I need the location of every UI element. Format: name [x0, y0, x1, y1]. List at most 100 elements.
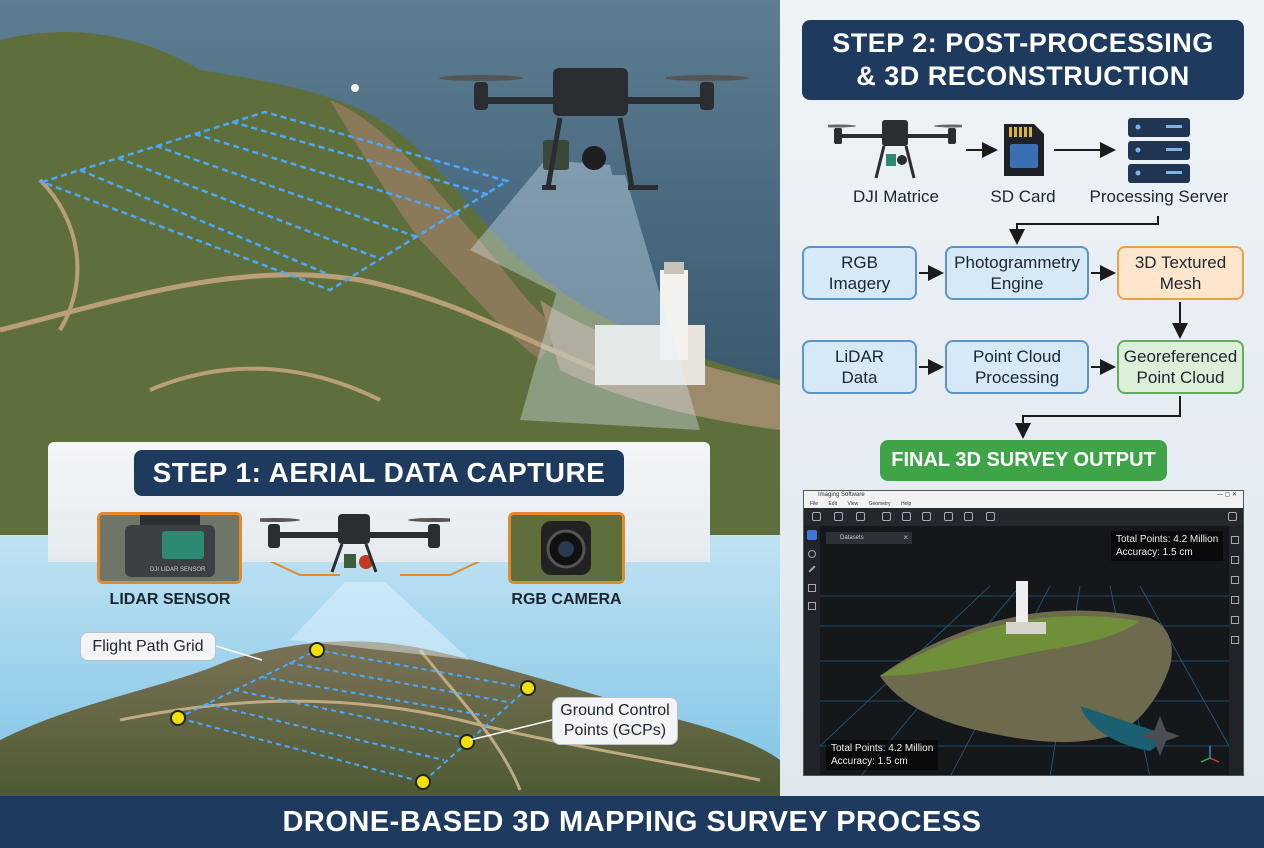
textured-mesh-line2: Mesh	[1159, 274, 1202, 293]
arrow-georeferenced-to-final	[1015, 396, 1181, 439]
georeferenced-line1: Georeferenced	[1123, 347, 1238, 366]
lidar-thumb-text: DJI LIDAR SENSOR	[150, 567, 206, 573]
flight-grid-top	[38, 110, 511, 292]
select-icon[interactable]	[882, 512, 891, 521]
right-tool-strip	[1227, 526, 1243, 775]
software-toolbar	[804, 508, 1243, 526]
pan-tool-icon[interactable]	[1231, 556, 1239, 564]
measure-icon[interactable]	[902, 512, 911, 521]
brush-tool-icon[interactable]	[1231, 616, 1239, 624]
left-tool-strip	[804, 526, 820, 775]
clipboard-tool-icon[interactable]	[1231, 636, 1239, 644]
dirt-tracks	[0, 272, 601, 373]
final-survey-output: FINAL 3D SURVEY OUTPUT	[880, 440, 1167, 481]
process-banner: DRONE-BASED 3D MAPPING SURVEY PROCESS	[0, 796, 1264, 848]
menu-help[interactable]: Help	[900, 501, 912, 507]
menu-view[interactable]: View	[847, 501, 859, 507]
close-icon[interactable]: ×	[903, 533, 908, 542]
gcp-callout-leader	[469, 719, 553, 741]
mesh-icon[interactable]	[944, 512, 953, 521]
zoom-tool-icon[interactable]	[808, 550, 816, 558]
gcp-callout-line1: Ground Control	[560, 702, 670, 719]
menu-edit[interactable]: Edit	[828, 501, 838, 507]
rgb-camera-label: RGB CAMERA	[511, 591, 622, 608]
datasets-tab-label: Datasets	[840, 535, 864, 541]
point-cloud-processing-line2: Processing	[974, 368, 1060, 387]
menu-file[interactable]: File	[810, 501, 819, 507]
hill-lower	[0, 641, 780, 796]
stats-bottom-points: Total Points: 4.2 Million	[831, 743, 934, 754]
stats-overlay-top: Total Points: 4.2 Million Accuracy: 1.5 …	[1111, 531, 1224, 561]
software-titlebar: Imaging Software — ▢ ✕	[804, 491, 1243, 500]
flight-path-grid-callout: Flight Path Grid	[80, 632, 216, 661]
lidar-sensor-thumbnail: DJI LIDAR SENSOR	[97, 512, 242, 584]
lighthouse-tower	[660, 270, 688, 360]
rgb-camera-thumbnail	[508, 512, 625, 584]
sensor-beams-top	[470, 160, 700, 430]
pointer-tool-icon[interactable]	[807, 530, 817, 540]
gcp-markers	[170, 642, 536, 790]
georeferenced-line2: Point Cloud	[1136, 368, 1225, 387]
photogrammetry-line2: Engine	[990, 274, 1044, 293]
open-folder-icon[interactable]	[812, 512, 821, 521]
tag-tool-icon[interactable]	[1231, 596, 1239, 604]
stats-bottom-accuracy: Accuracy: 1.5 cm	[831, 756, 908, 767]
settings-gear-icon[interactable]	[1228, 512, 1237, 521]
layers-tool-icon[interactable]	[808, 602, 816, 610]
pen-tool-icon[interactable]	[808, 565, 816, 573]
lidar-data-line1: LiDAR	[834, 347, 885, 366]
window-controls-icon[interactable]: — ▢ ✕	[1216, 492, 1237, 498]
gcp-callout-line2: Points (GCPs)	[563, 722, 667, 739]
lidar-sensor-label: LIDAR SENSOR	[109, 591, 231, 608]
grid-icon[interactable]	[856, 512, 865, 521]
axis-gizmo-icon	[1200, 746, 1220, 763]
aerial-illustration	[0, 0, 780, 796]
rgb-imagery-line1: RGB	[841, 253, 878, 272]
arrow-server-to-photogrammetry	[1009, 216, 1159, 245]
sd-card-icon	[1004, 124, 1044, 176]
drone-step1-icon	[260, 514, 450, 573]
rgb-imagery-line2: Imagery	[828, 274, 891, 293]
rgb-imagery-box: RGB Imagery	[802, 246, 917, 300]
stats-top-points: Total Points: 4.2 Million	[1116, 534, 1219, 545]
stats-top-accuracy: Accuracy: 1.5 cm	[1116, 547, 1193, 558]
import-icon[interactable]	[834, 512, 843, 521]
stats-overlay-bottom: Total Points: 4.2 Million Accuracy: 1.5 …	[826, 740, 939, 770]
dji-matrice-icon	[828, 120, 962, 179]
textured-mesh-line1: 3D Textured	[1134, 253, 1227, 272]
globe-icon[interactable]	[964, 512, 973, 521]
grid-callout-leader	[215, 645, 263, 661]
software-window-title: Imaging Software	[818, 492, 865, 498]
step2-title-line2: & 3D RECONSTRUCTION	[856, 61, 1190, 91]
lidar-data-line2: Data	[841, 368, 878, 387]
gcp-callout: Ground Control Points (GCPs)	[552, 697, 678, 745]
rotate-tool-icon[interactable]	[1231, 536, 1239, 544]
software-menubar: File Edit View Geometry Help	[804, 500, 1243, 508]
dji-matrice-label: DJI Matrice	[853, 187, 939, 206]
shape-tool-icon[interactable]	[808, 584, 816, 592]
flow-arrows	[919, 142, 1188, 439]
software-window: Imaging Software — ▢ ✕ File Edit View Ge…	[803, 490, 1244, 776]
datasets-tab[interactable]: Datasets ×	[826, 532, 912, 544]
step1-title: STEP 1: AERIAL DATA CAPTURE	[134, 450, 624, 496]
3d-viewport[interactable]	[820, 526, 1229, 776]
lighthouse-model	[1016, 581, 1028, 626]
export-icon[interactable]	[986, 512, 995, 521]
warning-tool-icon[interactable]	[1231, 576, 1239, 584]
sparkle-icon	[1140, 716, 1180, 756]
menu-geometry[interactable]: Geometry	[868, 501, 891, 507]
point-cloud-processing-line1: Point Cloud	[973, 347, 1061, 366]
lidar-data-box: LiDAR Data	[802, 340, 917, 394]
camera-icon	[511, 515, 622, 581]
aerial-capture-scene	[0, 0, 780, 796]
lidar-sensor-icon	[100, 515, 239, 581]
photogrammetry-line1: Photogrammetry	[954, 253, 1080, 272]
server-icon	[1128, 118, 1190, 183]
sensor-beams-lower	[290, 582, 470, 660]
image-icon[interactable]	[922, 512, 931, 521]
processing-server-label: Processing Server	[1089, 187, 1229, 206]
